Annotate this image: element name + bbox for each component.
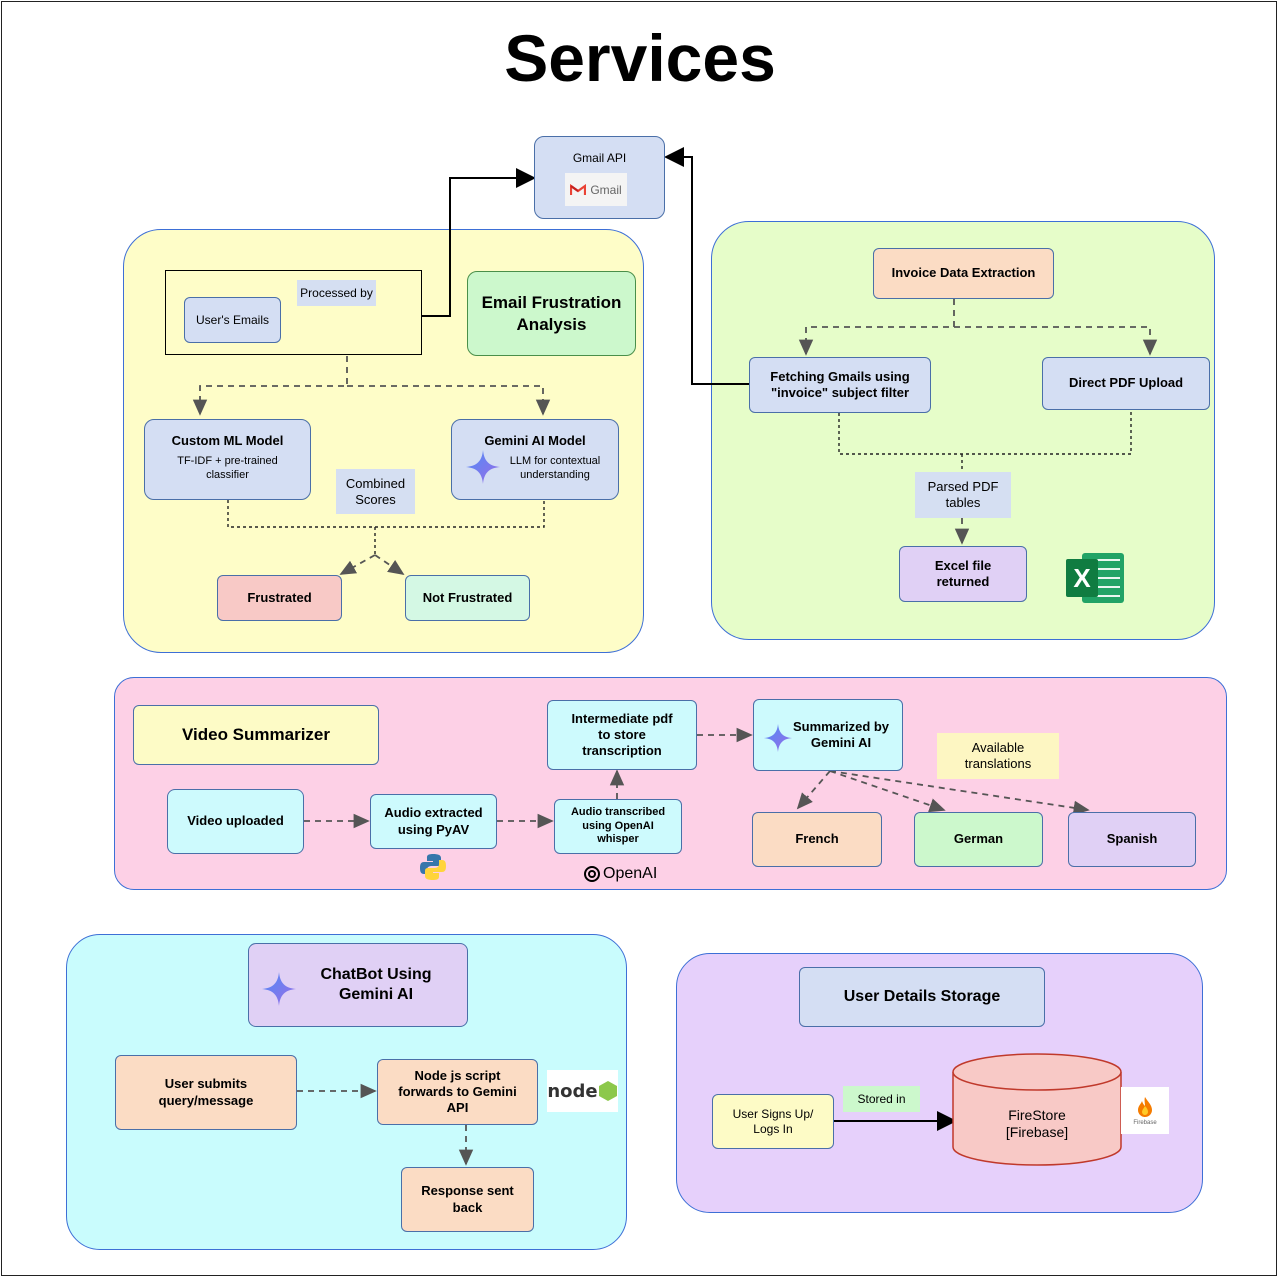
python-icon [420,854,446,880]
user-submits-box: User submits query/message [115,1055,297,1130]
available-translations-label: Available translations [937,733,1059,779]
spanish-box: Spanish [1068,812,1196,867]
excel-icon: X [1066,549,1126,606]
gemini-sparkle-icon-video [763,723,793,753]
gmail-m-icon [570,183,587,195]
parsed-pdf-label: Parsed PDF tables [915,472,1011,518]
custom-ml-title: Custom ML Model [171,433,284,448]
storage-title-box: User Details Storage [799,967,1045,1027]
gemini-sparkle-icon [466,450,500,484]
firestore-label: FireStore [Firebase] [1005,1107,1069,1140]
firestore-cylinder [952,1053,1122,1166]
nodejs-logo-text: node [547,1080,598,1102]
video-summarizer-title: Video Summarizer [133,705,379,765]
sign-up-box: User Signs Up/ Logs In [712,1094,834,1149]
firebase-logo: Firebase [1121,1087,1169,1134]
combined-scores-label: Combined Scores [336,469,415,514]
gemini-sparkle-icon-chatbot [262,972,296,1006]
not-frustrated-box: Not Frustrated [405,575,530,621]
gemini-model-desc: LLM for contextual understanding [509,455,601,481]
fetching-gmails-box: Fetching Gmails using "invoice" subject … [749,357,931,413]
chatbot-title-label: ChatBot Using Gemini AI [320,966,432,1003]
summarized-box: Summarized by Gemini AI [753,699,903,771]
audio-transcribed-box: Audio transcribed using OpenAI whisper [554,799,682,854]
response-box: Response sent back [401,1167,534,1232]
page-title: Services [504,21,776,95]
custom-ml-desc: TF-IDF + pre-trained classifier [177,455,278,481]
chatbot-title-box: ChatBot Using Gemini AI [248,943,468,1027]
custom-ml-box: Custom ML Model TF-IDF + pre-trained cla… [144,419,311,500]
users-emails-label: User's Emails [196,312,269,327]
summarized-label: Summarized by Gemini AI [792,718,890,750]
firebase-flame-icon [1138,1096,1152,1117]
video-uploaded-box: Video uploaded [167,789,304,854]
german-box: German [914,812,1043,867]
audio-extracted-box: Audio extracted using PyAV [370,794,497,849]
firebase-logo-text: Firebase [1133,1119,1157,1126]
excel-logo-letter: X [1066,559,1098,597]
frustrated-box: Frustrated [217,575,342,621]
gmail-icon: Gmail [565,173,627,206]
invoice-title-box: Invoice Data Extraction [873,248,1054,299]
gmail-logo-text: Gmail [590,182,622,197]
openai-logo-text: OpenAI [603,865,658,882]
nodejs-logo: node [547,1070,618,1112]
openai-logo: OpenAI [583,863,657,885]
french-box: French [752,812,882,867]
email-frustration-title: Email Frustration Analysis [467,271,636,356]
gemini-model-box: Gemini AI Model LLM for contextual under… [451,419,619,500]
emails-group-outline [165,270,422,355]
intermediate-pdf-box: Intermediate pdf to store transcription [547,700,697,770]
excel-returned-box: Excel file returned [899,546,1027,602]
node-script-box: Node js script forwards to Gemini API [377,1059,538,1125]
gemini-model-title: Gemini AI Model [484,433,586,448]
openai-icon [584,866,600,882]
processed-by-label: Processed by [297,280,376,306]
nodejs-hex-icon [598,1081,617,1101]
stored-in-label: Stored in [843,1086,920,1112]
gmail-api-label: Gmail API [572,151,627,165]
users-emails-box: User's Emails [184,297,281,343]
direct-pdf-box: Direct PDF Upload [1042,357,1210,410]
